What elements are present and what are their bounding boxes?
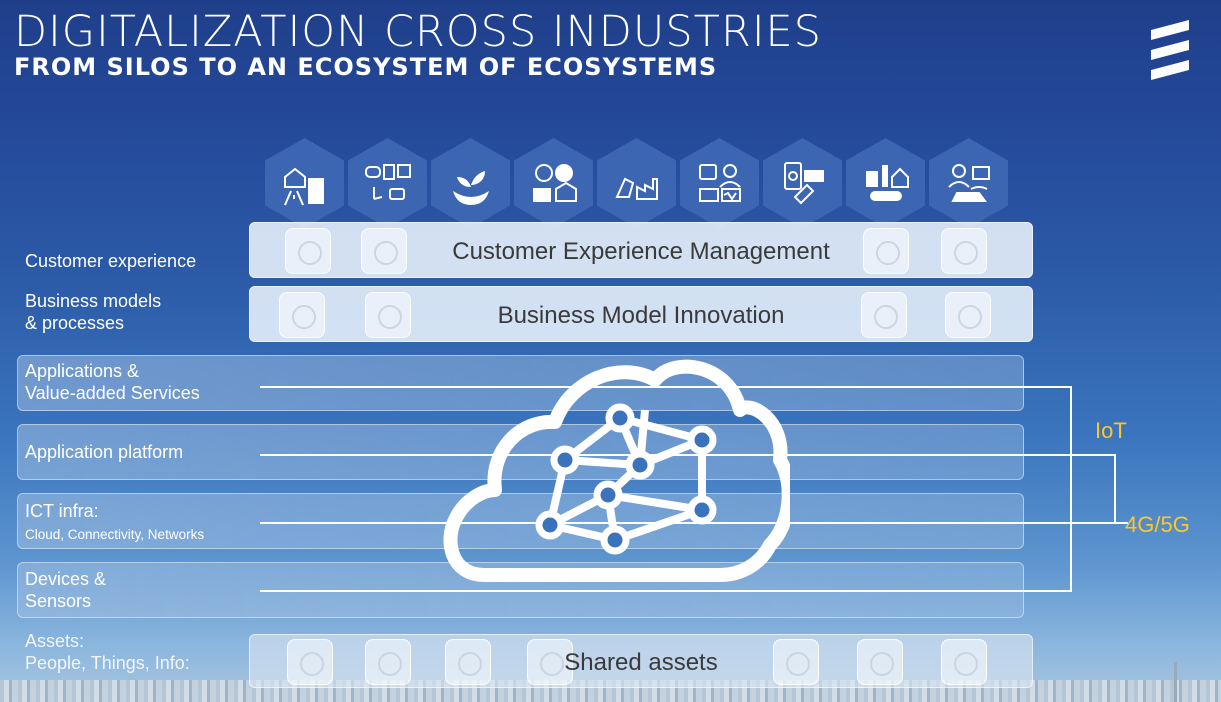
building-icon [773,639,819,685]
media-entertainment-icon [348,138,427,228]
truck-icon [287,639,333,685]
laptop-icon [365,639,411,685]
process-icon [365,292,411,338]
industry-hexagons [265,138,1015,228]
label-business-models-line2: & processes [25,313,125,333]
connected-car-icon [929,138,1008,228]
energy-utilities-icon [514,138,593,228]
connector-ict [260,522,1115,524]
manufacturing-icon [597,138,676,228]
bracket-iot [1070,386,1072,592]
process-icon [945,292,991,338]
train-icon [857,639,903,685]
healthcare-icon [680,138,759,228]
label-devices-line2: Sensors [25,591,92,611]
label-devices-line1: Devices & [25,569,107,589]
solar-panel-icon [445,639,491,685]
layer-applications [17,355,1024,411]
cloud-network-icon [443,359,790,582]
label-business-models-line1: Business models [25,291,162,311]
process-icon [861,292,907,338]
connector-devices [260,590,1072,592]
iot-tag: IoT [1095,418,1127,443]
customer-group-icon [361,228,407,274]
label-business-models: Business models & processes [25,290,161,334]
business-model-band: Business Model Innovation [249,286,1033,342]
shared-assets-label: Shared assets [564,649,718,676]
customer-group-icon [285,228,331,274]
finance-retail-icon [763,138,842,228]
page-subtitle: FROM SILOS TO AN ECOSYSTEM OF ECOSYSTEMS [14,53,718,81]
label-applications-line1: Applications & [25,361,140,381]
customer-experience-band: Customer Experience Management [249,222,1033,278]
label-devices: Devices & Sensors [25,568,106,612]
label-assets: Assets: People, Things, Info: [25,630,190,674]
page-title: DIGITALIZATION CROSS INDUSTRIES [14,7,822,57]
layer-ict-infra [17,493,1024,549]
label-applications-line2: Value-added Services [25,383,200,403]
connector-platform [260,454,1115,456]
customer-experience-management-label: Customer Experience Management [452,238,830,265]
agriculture-icon [431,138,510,228]
label-assets-line2: People, Things, Info: [25,653,190,673]
tv-tower [1174,662,1177,702]
bracket-network [1114,454,1116,524]
factory-icon [527,639,573,685]
transport-infrastructure-icon [846,138,925,228]
business-model-innovation-label: Business Model Innovation [497,302,785,329]
header: DIGITALIZATION CROSS INDUSTRIES FROM SIL… [14,10,822,80]
connector-applications [260,386,1072,388]
label-application-platform: Application platform [25,442,184,462]
bracket-network-tick [1114,522,1128,524]
customer-group-icon [863,228,909,274]
label-ict-infra: ICT infra: Cloud, Connectivity, Networks [25,500,204,546]
robot-arm-icon [941,639,987,685]
label-ict-line1: ICT infra: [25,501,99,521]
label-ict-line2: Cloud, Connectivity, Networks [25,527,205,542]
customer-group-icon [941,228,987,274]
label-customer-experience: Customer experience [25,251,197,271]
shared-assets-band: Shared assets [249,634,1033,688]
process-icon [279,292,325,338]
ericsson-logo-icon [1151,20,1189,80]
smart-city-icon [265,138,344,228]
label-assets-line1: Assets: [25,631,85,651]
network-tag: 4G/5G [1125,512,1190,537]
label-applications: Applications & Value-added Services [25,360,200,404]
